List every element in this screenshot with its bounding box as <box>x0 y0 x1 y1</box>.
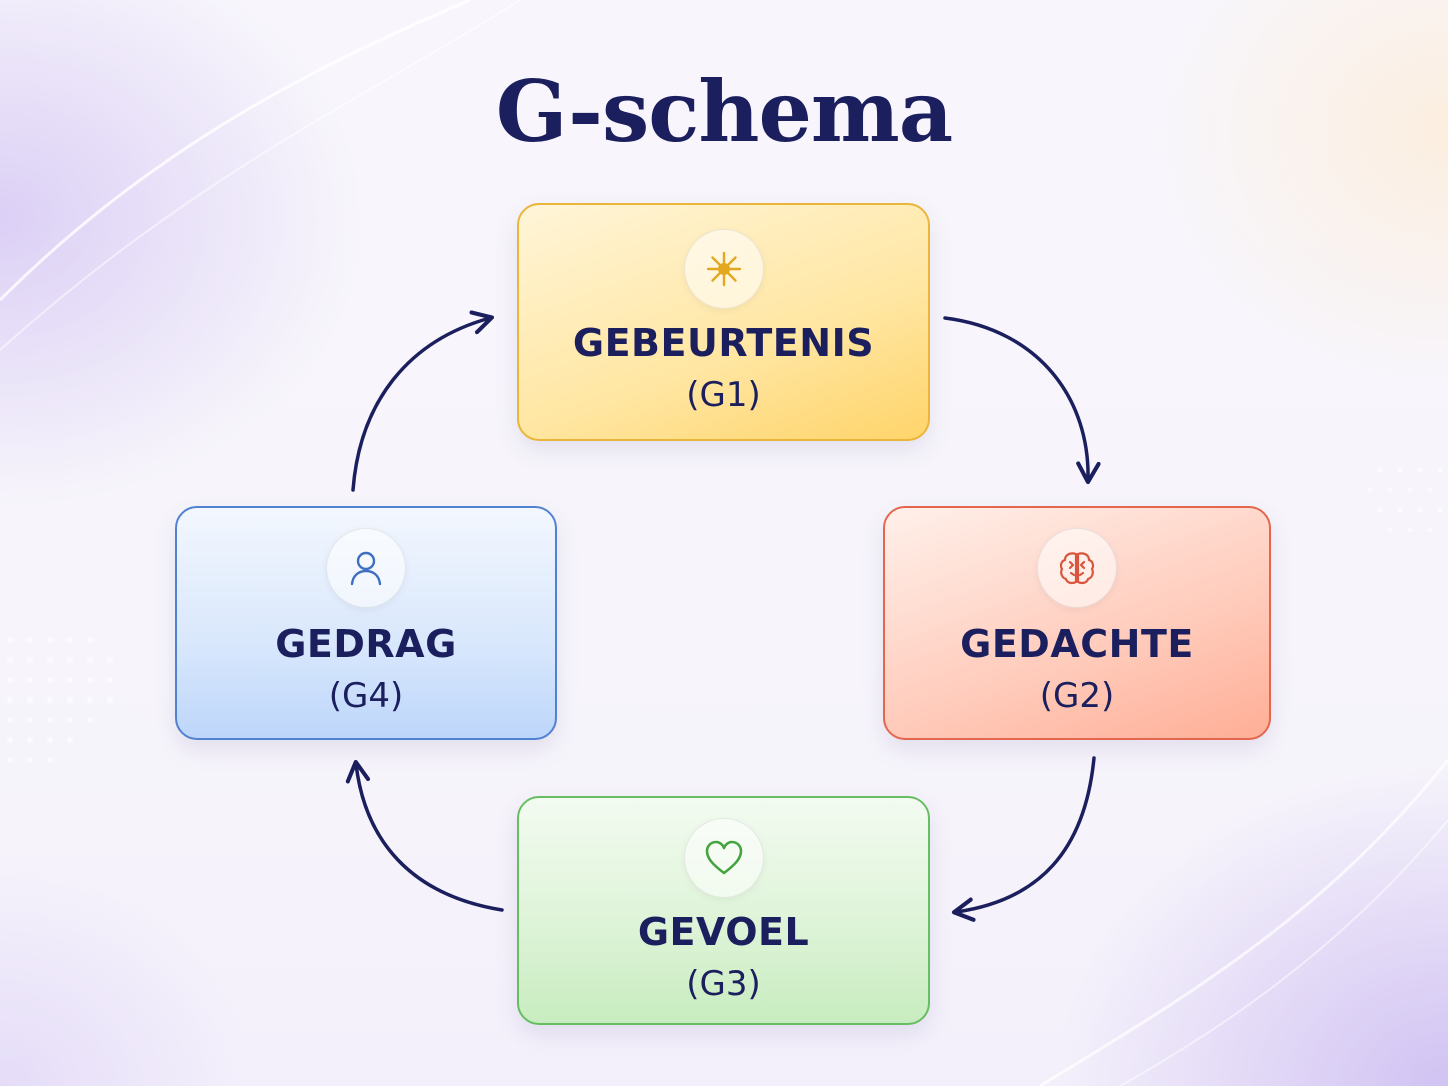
arrow-g1-to-g2 <box>943 316 1101 485</box>
arrow-g2-to-g3 <box>951 756 1096 922</box>
card-code: (G4) <box>328 676 404 716</box>
card-gevoel: GEVOEL (G3) <box>517 796 930 1025</box>
card-code: (G3) <box>686 964 761 1004</box>
card-title: GEDACHTE <box>960 622 1194 666</box>
card-title: GEDRAG <box>275 622 457 666</box>
card-code: (G1) <box>686 375 761 415</box>
brain-icon <box>1037 528 1117 608</box>
card-gedachte: GEDACHTE (G2) <box>883 506 1271 740</box>
card-gedrag: GEDRAG (G4) <box>175 506 557 740</box>
card-title: GEVOEL <box>637 910 810 954</box>
sun-icon <box>683 229 764 309</box>
arrow-g3-to-g4 <box>345 759 504 912</box>
person-icon <box>326 528 406 608</box>
page-title: G-schema <box>495 62 953 161</box>
arrow-g4-to-g1 <box>351 310 495 492</box>
card-gebeurtenis: GEBEURTENIS (G1) <box>517 203 930 441</box>
card-code: (G2) <box>1039 676 1115 716</box>
card-title: GEBEURTENIS <box>572 321 875 365</box>
heart-icon <box>683 818 764 898</box>
